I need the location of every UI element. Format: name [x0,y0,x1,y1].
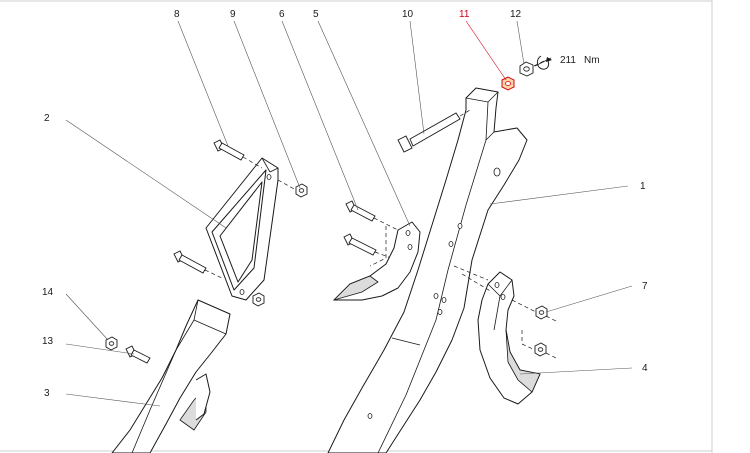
callout-2: 2 [44,113,50,124]
part-9-lower-nut [252,292,265,307]
callout-8: 8 [174,9,180,20]
callout-13: 13 [42,336,54,347]
part-8-lower-bolt [173,250,223,279]
leader-line-2 [65,119,227,229]
leader-line-1 [489,185,629,205]
leader-line-6 [281,20,359,211]
callout-5: 5 [313,9,319,20]
part-2-triangular-plate [205,157,279,301]
leader-line-3 [65,393,161,407]
torque-unit: Nm [584,55,600,66]
callout-14: 14 [42,287,54,298]
callout-3: 3 [44,388,50,399]
leader-line-13 [65,343,135,355]
leader-line-7 [545,285,633,313]
callout-10: 10 [402,9,414,20]
callout-11: 11 [459,9,470,20]
part-9-nut [277,179,308,198]
part-3-lower-extension [111,299,231,453]
part-14-nut [105,336,118,351]
part-11-nut-highlighted [501,76,515,91]
part-4-deflector [453,265,541,405]
callout-12: 12 [510,9,522,20]
callout-9: 9 [230,9,236,20]
callout-1: 1 [640,181,646,192]
leader-line-11 [465,20,507,81]
leader-line-4 [519,367,633,375]
torque-value: 211 [560,55,576,66]
leader-line-9 [233,20,301,189]
callout-6: 6 [279,9,285,20]
leader-line-5 [317,20,411,227]
part-1-shank [327,87,528,453]
part-7-nuts [511,299,557,359]
leader-line-14 [65,293,109,341]
part-8-bolt [213,139,263,169]
part-13-bolt [125,345,151,364]
part-6-bolts [343,200,403,263]
part-10-long-bolt [397,109,471,153]
part-12-nut [519,59,547,77]
leader-line-10 [409,20,425,135]
leader-line-12 [516,20,525,65]
callout-4: 4 [642,363,648,374]
callout-7: 7 [642,281,648,292]
leader-line-8 [177,20,229,147]
part-5-blade [332,221,421,301]
torque-arrow-icon [534,55,552,70]
